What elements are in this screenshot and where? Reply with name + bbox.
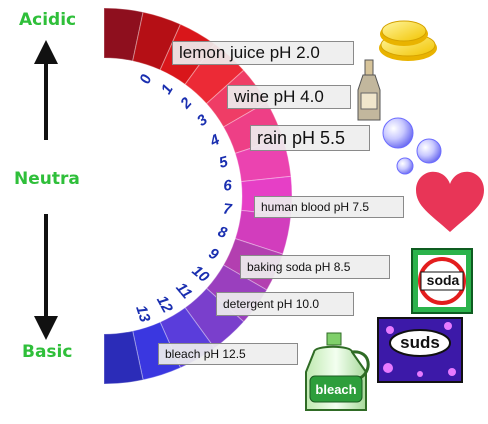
- ph-number-8: 8: [216, 223, 230, 242]
- acidic-label: Acidic: [19, 10, 77, 30]
- bubble-large-icon: [382, 117, 414, 149]
- ph-number-10: 10: [189, 262, 213, 286]
- bubble-small-icon: [396, 157, 414, 175]
- suds-text: suds: [400, 333, 440, 352]
- ph-number-12: 12: [153, 293, 176, 316]
- arc-segment: [103, 330, 144, 385]
- ph-number-0: 0: [136, 72, 155, 86]
- ph-number-3: 3: [194, 111, 211, 130]
- ph-example-label: rain pH 5.5: [250, 125, 370, 151]
- arc-segment: [234, 209, 292, 255]
- ph-number-2: 2: [177, 94, 196, 113]
- bleach-text: bleach: [315, 382, 357, 397]
- ph-number-5: 5: [217, 153, 230, 172]
- ph-number-11: 11: [172, 279, 195, 302]
- ph-example-label: wine pH 4.0: [227, 85, 351, 109]
- ph-example-label: detergent pH 10.0: [216, 292, 354, 316]
- heart-icon: [416, 171, 484, 232]
- ph-number-7: 7: [222, 201, 233, 219]
- ph-number-13: 13: [132, 303, 154, 325]
- neutral-label: Neutra: [14, 169, 80, 189]
- ph-number-1: 1: [158, 81, 177, 97]
- ph-number-6: 6: [223, 177, 233, 195]
- arc-segment: [132, 321, 182, 381]
- bleach-jug-icon: [305, 332, 370, 411]
- suds-box-icon: [377, 317, 463, 383]
- arc-segment: [184, 287, 245, 349]
- ph-number-4: 4: [207, 131, 223, 151]
- lemon-icon: [379, 20, 437, 61]
- bubble-medium-icon: [416, 138, 442, 164]
- soda-sign-icon: [411, 248, 473, 314]
- ph-example-label: lemon juice pH 2.0: [172, 41, 354, 65]
- wine-bottle-icon: [357, 59, 381, 121]
- ph-example-label: baking soda pH 8.5: [240, 255, 390, 279]
- ph-number-9: 9: [206, 245, 222, 264]
- ph-example-label: bleach pH 12.5: [158, 343, 298, 365]
- ph-example-label: human blood pH 7.5: [254, 196, 404, 218]
- soda-text: soda: [426, 272, 460, 288]
- basic-label: Basic: [22, 342, 73, 362]
